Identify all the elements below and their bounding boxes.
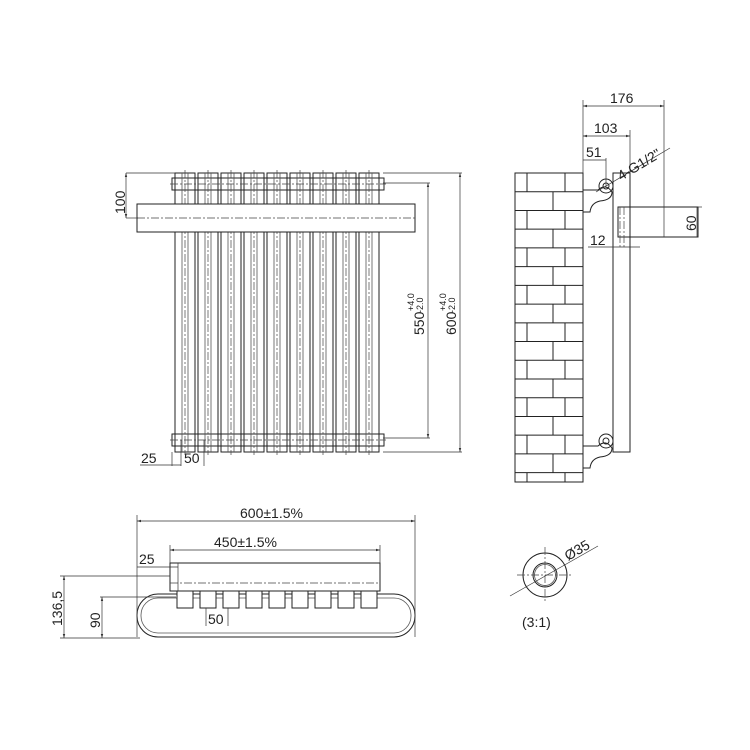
dim-inner-height: 550 <box>411 311 427 335</box>
dim-depth-body: 90 <box>87 612 103 628</box>
column-section <box>291 590 309 609</box>
dim-width-total: 600±1.5% <box>240 505 303 521</box>
side-view-dimensions: 176 103 51 4-G1/2" 60 12 <box>582 90 702 248</box>
dim-depth-total: 136,5 <box>49 591 65 626</box>
wall-outline <box>514 172 584 483</box>
dim-pitch: 50 <box>208 611 224 627</box>
pipe-detail: Ø35 (3:1) <box>509 536 599 630</box>
column-section <box>268 590 286 609</box>
tol-minus: -2.0 <box>415 297 425 313</box>
dim-edge: 25 <box>139 551 155 567</box>
dim-edge: 25 <box>141 450 157 466</box>
plan-view-dimensions: 600±1.5% 450±1.5% 25 136,5 90 50 <box>49 505 416 639</box>
tol-plus: +4.0 <box>438 293 448 311</box>
tol-minus: -2.0 <box>447 297 457 313</box>
column-section <box>176 590 194 609</box>
front-view-dimensions: 100 550 +4.0 -2.0 600 +4.0 -2.0 25 50 <box>112 172 462 466</box>
dim-header-offset: 100 <box>112 190 128 214</box>
front-view <box>136 170 416 455</box>
dim-pitch: 50 <box>184 450 200 466</box>
dim-depth-total: 176 <box>610 90 634 106</box>
column-section <box>360 590 378 609</box>
dim-diameter: Ø35 <box>562 536 593 563</box>
towel-rail-top <box>169 562 381 592</box>
towel-rail-section <box>617 206 699 238</box>
side-view <box>583 172 699 469</box>
dim-depth-column: 103 <box>594 120 618 136</box>
column-section <box>337 590 355 609</box>
detail-scale: (3:1) <box>522 614 551 630</box>
column-section <box>314 590 332 609</box>
dim-rail-width: 450±1.5% <box>214 534 277 550</box>
dim-connection: 51 <box>586 144 602 160</box>
dim-total-height: 600 <box>443 311 459 335</box>
dim-total-height-label: 600 +4.0 -2.0 <box>438 293 459 335</box>
plan-view <box>136 562 416 638</box>
dim-rail-gap: 12 <box>590 232 606 248</box>
dim-thread: 4-G1/2" <box>614 145 663 183</box>
dim-rail-height: 60 <box>683 215 699 231</box>
towel-rail <box>136 203 416 233</box>
brick-wall <box>514 172 584 483</box>
column-section <box>222 590 240 609</box>
tol-plus: +4.0 <box>406 293 416 311</box>
dim-inner-height-label: 550 +4.0 -2.0 <box>406 293 427 335</box>
column-section <box>199 590 217 609</box>
column-section <box>245 590 263 609</box>
